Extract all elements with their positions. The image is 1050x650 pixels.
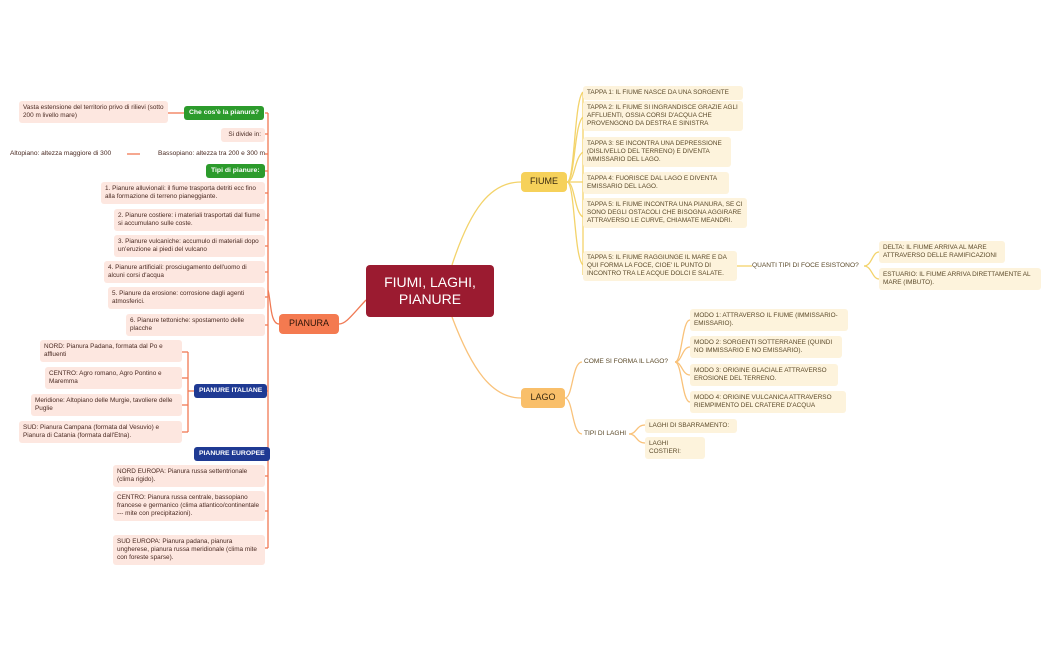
pianura-tipo-3[interactable]: 3. Pianure vulcaniche: accumulo di mater… xyxy=(114,235,265,257)
pianura-divide[interactable]: Si divide in: xyxy=(221,128,265,142)
lago-modo-2[interactable]: MODO 2: SORGENTI SOTTERRANEE (QUINDI NO … xyxy=(690,336,842,358)
pianura-tipo-6[interactable]: 6. Pianure tettoniche: spostamento delle… xyxy=(126,314,265,336)
pianura-tipo-1[interactable]: 1. Pianure alluvionali: il fiume traspor… xyxy=(101,182,265,204)
lago-tipi-label[interactable]: TIPI DI LAGHI xyxy=(584,430,627,437)
fiume-tappa-1[interactable]: TAPPA 1: IL FIUME NASCE DA UNA SORGENTE xyxy=(583,86,743,100)
tag-tipi-di-pianure[interactable]: Tipi di pianure: xyxy=(206,164,265,179)
europee-nord[interactable]: NORD EUROPA: Pianura russa settentrional… xyxy=(113,465,265,487)
pianura-tipo-4[interactable]: 4. Pianure artificiali: prosciugamento d… xyxy=(104,261,265,283)
fiume-tappa-4[interactable]: TAPPA 4: FUORISCE DAL LAGO E DIVENTA EMI… xyxy=(583,172,729,194)
lago-modo-3[interactable]: MODO 3: ORIGINE GLACIALE ATTRAVERSO EROS… xyxy=(690,364,838,386)
europee-sud[interactable]: SUD EUROPA: Pianura padana, pianura ungh… xyxy=(113,535,265,565)
pianura-tipo-5[interactable]: 5. Pianure da erosione: corrosione dagli… xyxy=(108,287,265,309)
foce-estuario[interactable]: ESTUARIO: IL FIUME ARRIVA DIRETTAMENTE A… xyxy=(879,268,1041,290)
tag-pianure-italiane[interactable]: PIANURE ITALIANE xyxy=(194,384,268,399)
topic-pianura[interactable]: PIANURA xyxy=(279,314,339,334)
fiume-tappa-3[interactable]: TAPPA 3: SE INCONTRA UNA DEPRESSIONE (DI… xyxy=(583,137,731,167)
fiume-tappa-6[interactable]: TAPPA 5: IL FIUME RAGGIUNGE IL MARE E DA… xyxy=(583,251,737,281)
bassopiano[interactable]: Bassopiano: altezza tra 200 e 300 m xyxy=(157,150,265,157)
lago-modo-4[interactable]: MODO 4: ORIGINE VULCANICA ATTRAVERSO RIE… xyxy=(690,391,846,413)
pianura-definizione[interactable]: Vasta estensione del territorio privo di… xyxy=(19,101,168,123)
tag-che-cose-pianura[interactable]: Che cos'è la pianura? xyxy=(184,106,264,121)
foce-delta[interactable]: DELTA: IL FIUME ARRIVA AL MARE ATTRAVERS… xyxy=(879,241,1005,263)
italiane-meridione[interactable]: Meridione: Altopiano delle Murgie, tavol… xyxy=(31,394,182,416)
lago-modo-1[interactable]: MODO 1: ATTRAVERSO IL FIUME (IMMISSARIO-… xyxy=(690,309,848,331)
italiane-sud[interactable]: SUD: Pianura Campana (formata dal Vesuvi… xyxy=(19,421,182,443)
tag-pianure-europee[interactable]: PIANURE EUROPEE xyxy=(194,447,270,462)
topic-lago[interactable]: LAGO xyxy=(521,388,565,408)
fiume-tappa-2[interactable]: TAPPA 2: IL FIUME SI INGRANDISCE GRAZIE … xyxy=(583,101,743,131)
italiane-nord[interactable]: NORD: Pianura Padana, formata dal Po e a… xyxy=(40,340,182,362)
root-topic[interactable]: FIUMI, LAGHI, PIANURE xyxy=(366,265,494,317)
europee-centro[interactable]: CENTRO: Pianura russa centrale, bassopia… xyxy=(113,491,265,521)
lago-tipo-costieri[interactable]: LAGHI COSTIERI: xyxy=(645,437,705,459)
lago-tipo-sbarramento[interactable]: LAGHI DI SBARRAMENTO: xyxy=(645,419,737,433)
lago-come-question[interactable]: COME SI FORMA IL LAGO? xyxy=(584,358,669,365)
italiane-centro[interactable]: CENTRO: Agro romano, Agro Pontino e Mare… xyxy=(45,367,182,389)
fiume-tappa-5[interactable]: TAPPA 5: IL FIUME INCONTRA UNA PIANURA, … xyxy=(583,198,747,228)
altopiano[interactable]: Altopiano: altezza maggiore di 300 xyxy=(10,150,112,157)
foce-question[interactable]: QUANTI TIPI DI FOCE ESISTONO? xyxy=(752,262,859,269)
topic-fiume[interactable]: FIUME xyxy=(521,172,567,192)
pianura-tipo-2[interactable]: 2. Pianure costiere: i materiali traspor… xyxy=(114,209,265,231)
